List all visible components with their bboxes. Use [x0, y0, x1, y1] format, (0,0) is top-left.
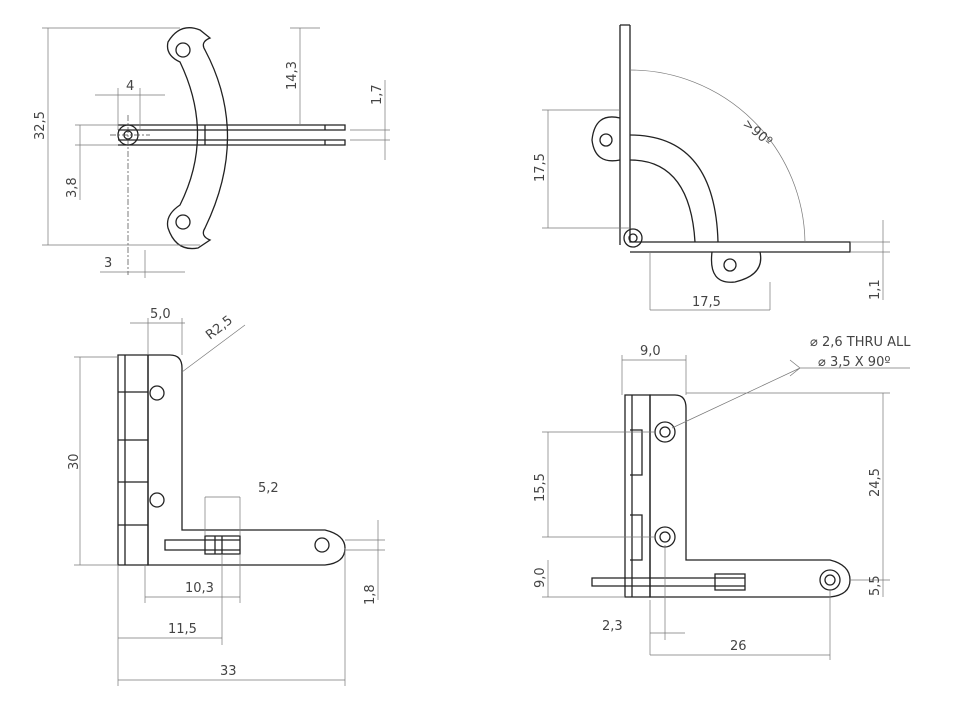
hole-bottom — [175, 214, 191, 230]
leaf-plates — [619, 24, 851, 253]
dim-angle: >90º — [739, 117, 774, 150]
dim-9-0-width: 9,0 — [640, 344, 661, 359]
callout-thru-hole: ⌀ 2,6 THRU ALL — [810, 335, 911, 350]
dim-1-7: 1,7 — [370, 84, 385, 105]
dim-1-8: 1,8 — [363, 584, 378, 605]
dim-17-5-vertical: 17,5 — [533, 153, 548, 182]
top-left-view: 32,5 14,3 4 1,7 3,8 3 — [33, 27, 390, 278]
dim-4: 4 — [126, 79, 134, 94]
leaf-edges — [118, 124, 346, 146]
dim-17-5-horizontal: 17,5 — [692, 295, 721, 310]
dim-24-5: 24,5 — [868, 468, 883, 497]
curved-arm — [166, 27, 229, 250]
callout-countersink: ⌀ 3,5 X 90º — [818, 355, 890, 370]
dim-5-5: 5,5 — [868, 575, 883, 596]
dim-3: 3 — [104, 256, 112, 271]
dim-5-2: 5,2 — [258, 481, 279, 496]
dim-14-3: 14,3 — [285, 61, 300, 90]
dim-26: 26 — [730, 639, 747, 654]
l-plate — [649, 394, 851, 598]
angle-arc — [629, 69, 806, 243]
dim-10-3: 10,3 — [185, 581, 214, 596]
dim-2-3: 2,3 — [602, 619, 623, 634]
dim-11-5: 11,5 — [168, 622, 197, 637]
hinge-knuckles — [624, 394, 651, 598]
dim-33: 33 — [220, 664, 237, 679]
bottom-left-view: 5,0 R2,5 30 5,2 10,3 11,5 33 1,8 — [67, 307, 385, 686]
hole-top — [175, 42, 191, 58]
dim-15-5: 15,5 — [533, 473, 548, 502]
hinge-knuckles — [117, 354, 149, 566]
dim-r2-5: R2,5 — [203, 313, 236, 343]
l-plate — [147, 354, 346, 566]
dim-3-8: 3,8 — [65, 177, 80, 198]
dim-32-5: 32,5 — [33, 111, 48, 140]
bottom-right-view: 9,0 ⌀ 2,6 THRU ALL ⌀ 3,5 X 90º 15,5 24,5… — [533, 335, 911, 660]
dim-1-1: 1,1 — [868, 279, 883, 300]
dim-30: 30 — [67, 453, 82, 470]
dim-5-0: 5,0 — [150, 307, 171, 322]
curved-arm — [629, 134, 719, 243]
dim-9-0-bottom: 9,0 — [533, 567, 548, 588]
top-right-view: >90º 17,5 17,5 1,1 — [533, 24, 890, 311]
